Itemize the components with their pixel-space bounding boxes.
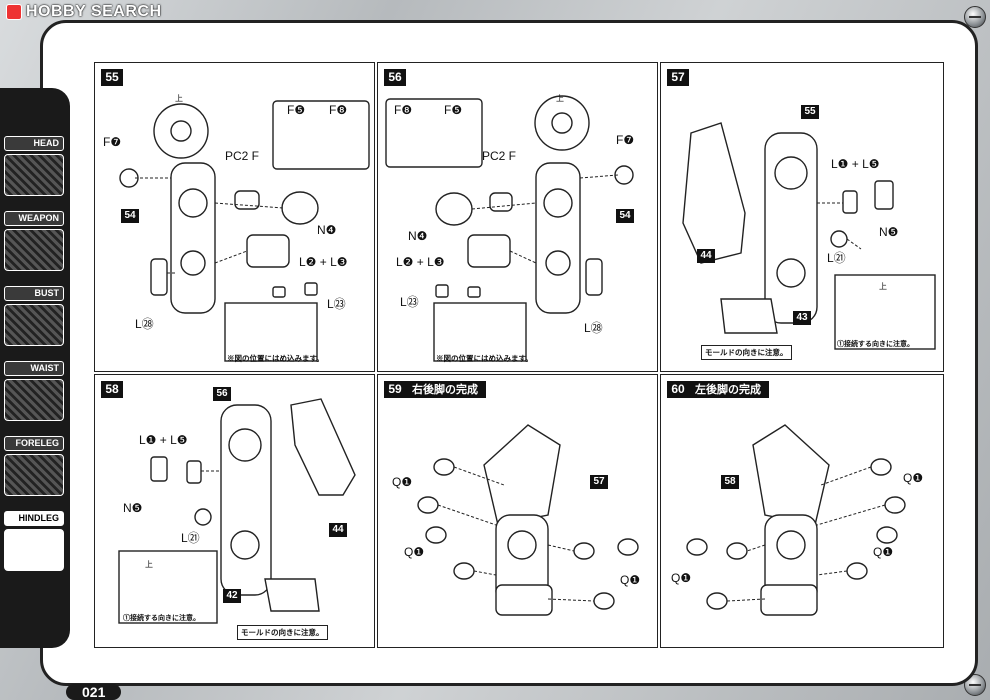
part-label: Q❶ bbox=[404, 545, 425, 559]
part-label: F❼ bbox=[616, 133, 635, 147]
part-label: PC2 F bbox=[482, 149, 517, 163]
step-title: 左後脚の完成 bbox=[687, 381, 769, 398]
part-label: PC2 F bbox=[225, 149, 260, 163]
part-label: L㉘ bbox=[135, 317, 154, 331]
step-58: 58 56 L❶ + L❺ N❺ L㉑ 44 42 上 ①接続する向きに注意。 … bbox=[94, 374, 375, 648]
site-logo: HOBBY SEARCH bbox=[6, 2, 162, 22]
part-label: Q❶ bbox=[903, 471, 924, 485]
step-title: 右後脚の完成 bbox=[404, 381, 486, 398]
part-number-badge: 58 bbox=[721, 475, 739, 489]
part-label: F❺ bbox=[287, 103, 306, 117]
screw-icon bbox=[964, 674, 986, 696]
step-number: 58 bbox=[101, 381, 123, 398]
step-number: 55 bbox=[101, 69, 123, 86]
part-number-badge: 57 bbox=[590, 475, 608, 489]
part-label: L❶ + L❺ bbox=[139, 433, 188, 447]
assembly-note: ※図の位置にはめ込みます。 bbox=[227, 354, 324, 363]
sidebar-tab-waist[interactable]: WAIST bbox=[4, 361, 64, 421]
step-60-illustration bbox=[686, 424, 906, 616]
direction-label: 上 bbox=[145, 560, 153, 569]
section-sidebar: HEAD WEAPON BUST WAIST FORELEG HINDLEG bbox=[0, 88, 70, 648]
logo-mark-icon bbox=[6, 4, 22, 20]
sidebar-tab-foreleg[interactable]: FORELEG bbox=[4, 436, 64, 496]
direction-label: 上 bbox=[556, 94, 564, 103]
part-label: L❷ + L❸ bbox=[299, 255, 348, 269]
step-56-illustration bbox=[385, 95, 634, 362]
bust-thumbnail-icon bbox=[4, 304, 64, 346]
head-thumbnail-icon bbox=[4, 154, 64, 196]
part-label: N❺ bbox=[879, 225, 899, 239]
direction-label: 上 bbox=[175, 94, 183, 103]
part-label: L㉑ bbox=[827, 251, 846, 265]
step-58-illustration bbox=[118, 398, 356, 624]
part-number-badge: 55 bbox=[801, 105, 819, 119]
step-number: 60 bbox=[667, 381, 689, 398]
step-55: 55 F❼ 上 F❺ F❽ PC2 F 54 N❹ L❷ + L❸ L㉓ L㉘ … bbox=[94, 62, 375, 372]
assembly-note: モールドの向きに注意。 bbox=[701, 345, 792, 360]
assembly-note: ①接続する向きに注意。 bbox=[123, 615, 200, 622]
part-label: F❺ bbox=[444, 103, 463, 117]
part-number-badge: 54 bbox=[121, 209, 139, 223]
step-60: 60 左後脚の完成 Q❶ Q❶ Q❶ 58 bbox=[660, 374, 944, 648]
part-label: N❹ bbox=[408, 229, 428, 243]
part-number-badge: 42 bbox=[223, 589, 241, 603]
step-number: 57 bbox=[667, 69, 689, 86]
step-number: 59 bbox=[384, 381, 406, 398]
part-label: L❷ + L❸ bbox=[396, 255, 445, 269]
sidebar-tab-hindleg[interactable]: HINDLEG bbox=[4, 511, 64, 571]
screw-icon bbox=[964, 6, 986, 28]
foreleg-thumbnail-icon bbox=[4, 454, 64, 496]
step-57: 57 55 L❶ + L❺ N❺ L㉑ 44 43 モールドの向きに注意。 上 … bbox=[660, 62, 944, 372]
page-number: 021 bbox=[66, 684, 122, 700]
part-label: Q❶ bbox=[620, 573, 641, 587]
part-label: L❶ + L❺ bbox=[831, 157, 880, 171]
sidebar-tab-head[interactable]: HEAD bbox=[4, 136, 64, 196]
part-label: Q❶ bbox=[392, 475, 413, 489]
weapon-thumbnail-icon bbox=[4, 229, 64, 271]
part-label: L㉓ bbox=[400, 295, 419, 309]
step-59-illustration bbox=[417, 424, 639, 616]
part-label: L㉑ bbox=[181, 531, 200, 545]
part-label: L㉘ bbox=[584, 321, 603, 335]
part-label: Q❶ bbox=[671, 571, 692, 585]
step-55-illustration bbox=[119, 100, 370, 362]
direction-label: 上 bbox=[879, 282, 887, 291]
part-number-badge: 54 bbox=[616, 209, 634, 223]
part-number-badge: 56 bbox=[213, 387, 231, 401]
part-label: L㉓ bbox=[327, 297, 346, 311]
part-label: F❼ bbox=[103, 135, 122, 149]
waist-thumbnail-icon bbox=[4, 379, 64, 421]
sidebar-tab-bust[interactable]: BUST bbox=[4, 286, 64, 346]
part-label: N❺ bbox=[123, 501, 143, 515]
part-label: N❹ bbox=[317, 223, 337, 237]
part-number-badge: 44 bbox=[329, 523, 347, 537]
part-label: F❽ bbox=[394, 103, 413, 117]
step-59: 59 右後脚の完成 Q❶ Q❶ Q❶ 57 bbox=[377, 374, 658, 648]
part-label: F❽ bbox=[329, 103, 348, 117]
part-number-badge: 44 bbox=[697, 249, 715, 263]
sidebar-tab-weapon[interactable]: WEAPON bbox=[4, 211, 64, 271]
assembly-note: ※図の位置にはめ込みます。 bbox=[436, 354, 533, 363]
hindleg-thumbnail-icon bbox=[4, 529, 64, 571]
part-number-badge: 43 bbox=[793, 311, 811, 325]
step-56: 56 F❽ F❺ 上 F❼ PC2 F 54 N❹ L❷ + L❸ L㉓ L㉘ … bbox=[377, 62, 658, 372]
part-label: Q❶ bbox=[873, 545, 894, 559]
assembly-note: ①接続する向きに注意。 bbox=[837, 341, 914, 348]
assembly-note: モールドの向きに注意。 bbox=[237, 625, 328, 640]
step-57-illustration bbox=[682, 122, 936, 350]
step-number: 56 bbox=[384, 69, 406, 86]
